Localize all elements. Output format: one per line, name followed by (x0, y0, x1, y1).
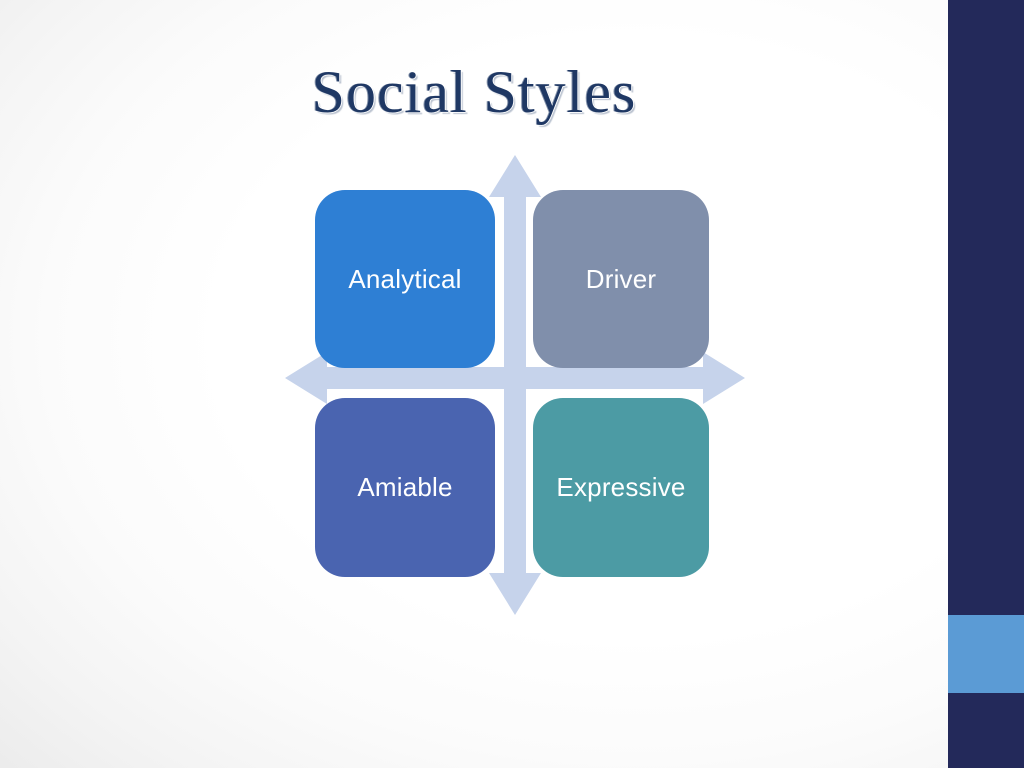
quadrant-driver[interactable]: Driver (533, 190, 709, 368)
quadrant-analytical-label: Analytical (348, 263, 462, 294)
quadrant-driver-label: Driver (585, 263, 657, 294)
right-decorative-bar (948, 0, 1024, 768)
quadrant-analytical[interactable]: Analytical (315, 190, 495, 368)
quadrant-expressive[interactable]: Expressive (533, 398, 709, 577)
right-bar-navy-top (948, 0, 1024, 615)
page-title: Social Styles (311, 59, 637, 125)
quadrant-expressive-label: Expressive (556, 472, 686, 502)
quadrant-amiable-label: Amiable (357, 472, 453, 502)
quadrant-amiable[interactable]: Amiable (315, 398, 495, 577)
right-bar-accent (948, 615, 1024, 693)
right-bar-navy-bottom (948, 693, 1024, 768)
double-headed-horizontal-arrow-icon (285, 352, 745, 404)
social-styles-matrix: Analytical Driver Amiable Expressive (285, 155, 745, 615)
